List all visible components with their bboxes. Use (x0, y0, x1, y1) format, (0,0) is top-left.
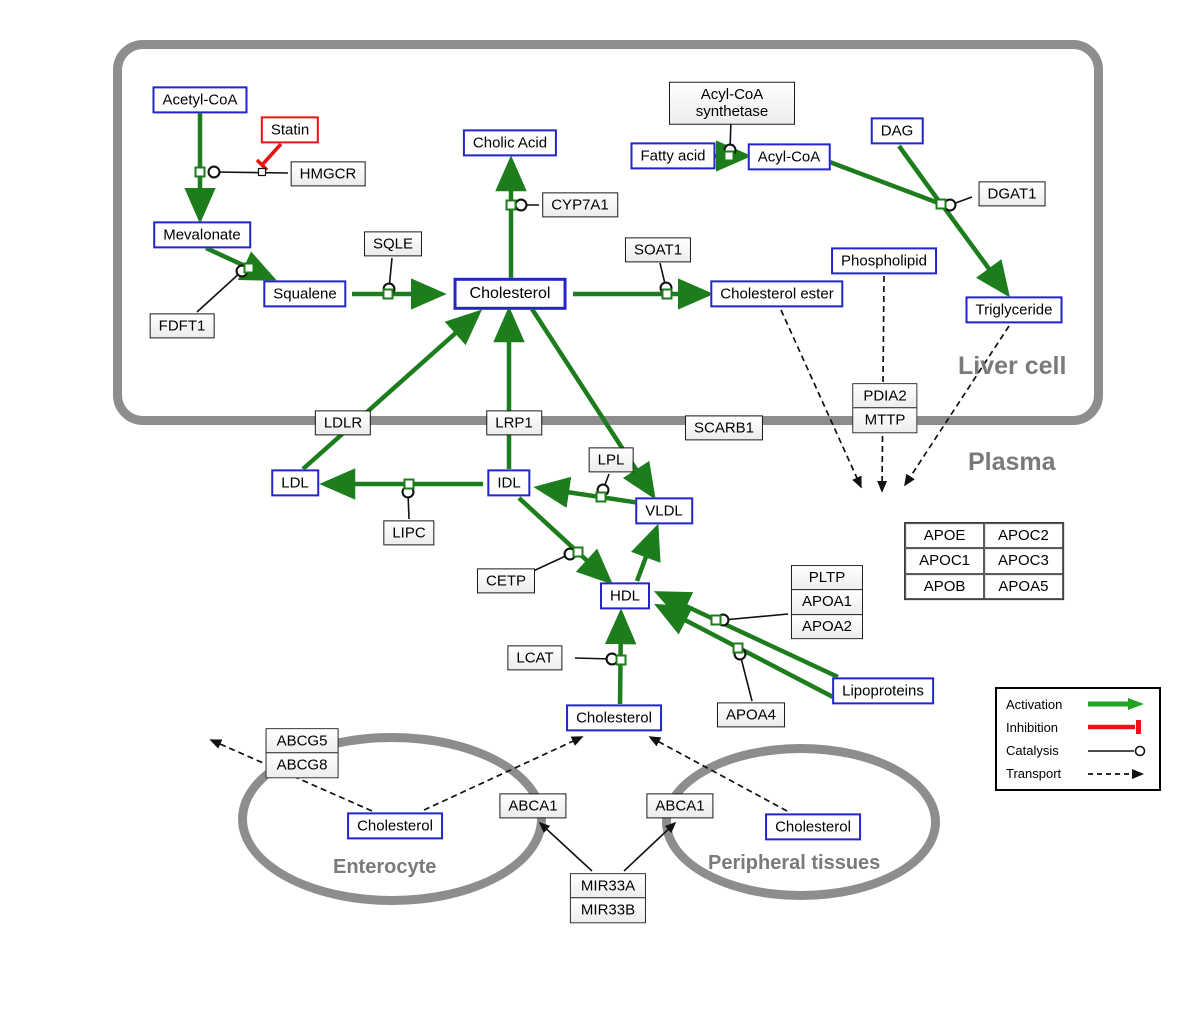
apolipoprotein-table: APOE APOC2 APOC1 APOC3 APOB APOA5 (904, 522, 1064, 600)
node-apoe[interactable]: APOE (905, 523, 984, 549)
node-statin[interactable]: Statin (260, 116, 320, 144)
node-apoa1[interactable]: APOA1 (791, 589, 863, 614)
node-vldl[interactable]: VLDL (635, 497, 693, 525)
node-acyl-coa-synthetase[interactable]: Acyl-CoA synthetase (669, 81, 795, 125)
node-apoc1[interactable]: APOC1 (905, 548, 984, 574)
peripheral-tissues-label: Peripheral tissues (708, 852, 881, 874)
legend-activation-label: Activation (1006, 696, 1063, 712)
node-lipc[interactable]: LIPC (383, 520, 435, 546)
node-pltp-apoa-complex: PLTP APOA1 APOA2 (790, 565, 864, 639)
enterocyte-membrane (238, 733, 546, 905)
node-acyl-coa[interactable]: Acyl-CoA (747, 143, 831, 171)
node-pdia2[interactable]: PDIA2 (853, 384, 917, 408)
node-idl[interactable]: IDL (487, 469, 531, 497)
liver-cell-label: Liver cell (958, 352, 1067, 380)
node-scarb1[interactable]: SCARB1 (684, 415, 764, 441)
node-mevalonate[interactable]: Mevalonate (153, 221, 251, 249)
node-cholesterol-enterocyte[interactable]: Cholesterol (347, 812, 443, 840)
reaction-squares (194, 150, 947, 666)
activation-edges (184, 113, 1010, 705)
node-dgat1[interactable]: DGAT1 (978, 181, 1046, 207)
node-abca1-enterocyte[interactable]: ABCA1 (499, 793, 567, 819)
node-apoa4[interactable]: APOA4 (716, 702, 786, 728)
legend-transport-row: Transport (1006, 766, 1150, 782)
node-mir33b[interactable]: MIR33B (570, 897, 646, 922)
node-abcg5-abcg8-complex: ABCG5 ABCG8 (265, 728, 339, 778)
legend-inhibition-row: Inhibition (1006, 719, 1150, 735)
node-cyp7a1[interactable]: CYP7A1 (542, 192, 618, 218)
node-apoc3[interactable]: APOC3 (984, 548, 1063, 574)
catalysis-edges (196, 119, 973, 872)
node-pltp[interactable]: PLTP (791, 566, 863, 590)
transport-dashed-arrow-icon (1088, 768, 1144, 779)
legend-catalysis-row: Catalysis (1006, 743, 1150, 759)
node-hdl[interactable]: HDL (599, 582, 651, 610)
node-ldl[interactable]: LDL (271, 469, 319, 497)
enterocyte-label: Enterocyte (333, 856, 437, 878)
node-dag[interactable]: DAG (870, 117, 924, 145)
node-cholic-acid[interactable]: Cholic Acid (462, 129, 558, 157)
node-apoc2[interactable]: APOC2 (984, 523, 1063, 549)
node-cholesterol-liver[interactable]: Cholesterol (453, 277, 567, 311)
node-acetyl-coa[interactable]: Acetyl-CoA (152, 86, 248, 114)
inhibition-edge (255, 142, 283, 172)
node-abca1-peripheral[interactable]: ABCA1 (646, 793, 714, 819)
node-hmgcr[interactable]: HMGCR (290, 161, 366, 187)
node-squalene[interactable]: Squalene (263, 280, 347, 308)
legend: Activation Inhibition Catalysis Transpor… (995, 687, 1161, 791)
legend-inhibition-label: Inhibition (1006, 719, 1059, 735)
node-soat1[interactable]: SOAT1 (624, 237, 692, 263)
node-apoa5[interactable]: APOA5 (984, 573, 1063, 599)
node-mir33-complex: MIR33A MIR33B (569, 873, 647, 923)
node-sqle[interactable]: SQLE (363, 231, 423, 257)
node-cetp[interactable]: CETP (476, 568, 536, 594)
node-mttp[interactable]: MTTP (853, 407, 917, 432)
legend-catalysis-label: Catalysis (1006, 743, 1059, 759)
node-triglyceride[interactable]: Triglyceride (965, 296, 1063, 324)
plasma-label: Plasma (968, 448, 1056, 476)
node-lpl[interactable]: LPL (588, 447, 634, 473)
liver-cell-membrane (113, 40, 1103, 425)
node-phospholipid[interactable]: Phospholipid (831, 247, 937, 275)
node-fatty-acid[interactable]: Fatty acid (630, 142, 716, 170)
node-fdft1[interactable]: FDFT1 (149, 313, 215, 339)
node-cholesterol-plasma[interactable]: Cholesterol (566, 704, 662, 732)
node-apoa2[interactable]: APOA2 (791, 613, 863, 638)
inhibition-target-port (257, 167, 267, 177)
activation-arrow-icon (1088, 698, 1144, 710)
node-mir33a[interactable]: MIR33A (570, 874, 646, 898)
node-cholesterol-ester[interactable]: Cholesterol ester (710, 280, 844, 308)
node-pdia2-mttp-complex: PDIA2 MTTP (852, 383, 918, 433)
node-lcat[interactable]: LCAT (507, 645, 563, 671)
node-ldlr[interactable]: LDLR (314, 410, 372, 436)
legend-activation-row: Activation (1006, 696, 1150, 712)
transport-edges (209, 275, 1010, 812)
node-cholesterol-peripheral[interactable]: Cholesterol (765, 813, 861, 841)
node-apob[interactable]: APOB (905, 573, 984, 599)
node-lipoproteins[interactable]: Lipoproteins (832, 677, 934, 705)
catalysis-circle-icon (1088, 745, 1146, 756)
inhibition-tbar-icon (1088, 720, 1141, 735)
node-lrp1[interactable]: LRP1 (486, 410, 542, 436)
node-abcg8[interactable]: ABCG8 (266, 752, 338, 777)
legend-transport-label: Transport (1006, 766, 1062, 782)
node-abcg5[interactable]: ABCG5 (266, 729, 338, 753)
